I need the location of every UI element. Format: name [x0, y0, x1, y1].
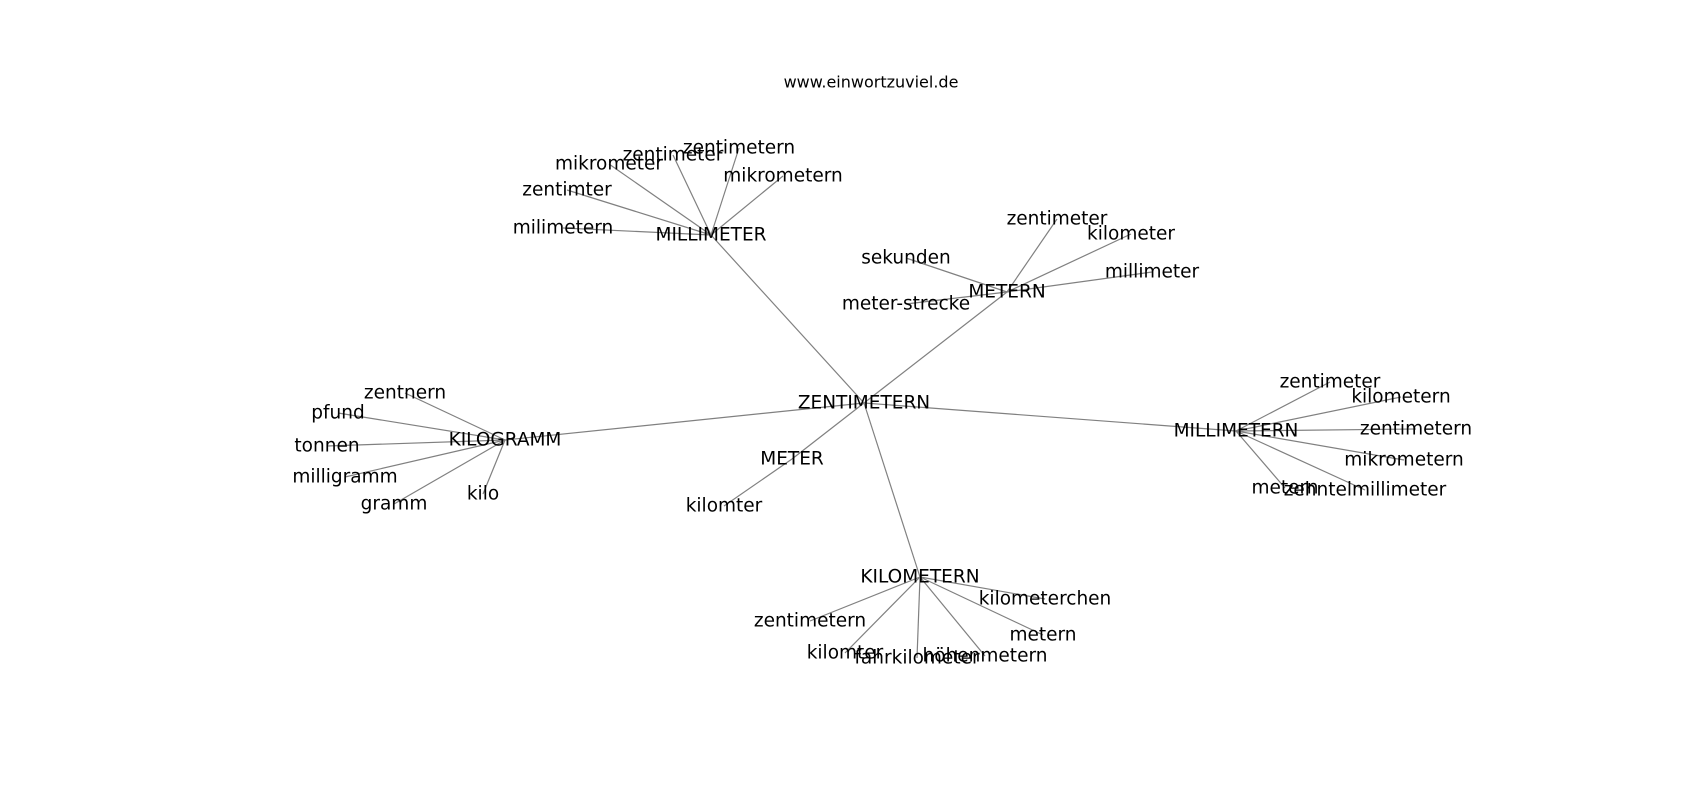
node-label-mt: METERN: [968, 282, 1045, 303]
node-label-kg_c: tonnen: [294, 436, 359, 457]
node-label-mt_c: sekunden: [861, 248, 950, 269]
node-label-kg_f: kilo: [467, 484, 499, 505]
edge-kg-kg_c: [326, 439, 506, 447]
edge-mm2-mm2_a: [1235, 381, 1331, 432]
node-label-mm1_f: milimetern: [513, 218, 614, 239]
node-label-mm1_d: mikrometern: [723, 166, 842, 187]
node-label-mm1_c: mikrometer: [555, 154, 663, 175]
node-label-kg_d: milligramm: [292, 467, 397, 488]
edge-km-km_b: [809, 576, 921, 622]
node-label-mm2_a: zentimeter: [1280, 372, 1381, 393]
edge-km-km_d: [844, 576, 921, 654]
edge-mm2-mm2_f: [1235, 430, 1366, 491]
edge-mm1-mm1_a: [710, 147, 740, 236]
node-label-kg: KILOGRAMM: [449, 430, 562, 451]
node-label-mt_b: kilometer: [1087, 224, 1175, 245]
node-label-mt_e: meter-strecke: [842, 294, 970, 315]
edge-kg-kg_d: [344, 439, 506, 478]
node-label-km_e: fahrkilometer: [854, 648, 980, 669]
edge-mt-mt_e: [905, 291, 1008, 305]
edge-kg-kg_f: [482, 439, 506, 495]
edge-mt-mt_d: [1006, 271, 1153, 293]
edge-root-mm1: [710, 234, 865, 404]
node-label-mm2_c: zentimetern: [1360, 419, 1472, 440]
edge-mt-mt_b: [1006, 233, 1132, 293]
node-label-km_a: kilometerchen: [979, 589, 1112, 610]
edge-mm1-mm1_b: [672, 154, 712, 236]
edge-mm2-mm2_b: [1235, 396, 1402, 432]
node-label-km_b: zentimetern: [754, 611, 866, 632]
node-label-me_a: kilomter: [686, 496, 763, 517]
node-label-mm1_a: zentimetern: [683, 138, 795, 159]
edge-kg-kg_a: [404, 392, 506, 441]
nodes-layer: ZENTIMETERNMILLIMETERzentimeternzentimet…: [292, 138, 1472, 669]
edge-root-me: [791, 402, 865, 460]
edge-mt-mt_a: [1006, 218, 1058, 293]
node-label-mt_a: zentimeter: [1007, 209, 1108, 230]
node-label-root: ZENTIMETERN: [798, 393, 930, 414]
edge-mt-mt_c: [905, 257, 1008, 293]
edge-mm1-mm1_c: [608, 163, 712, 236]
edge-km-km_a: [919, 576, 1046, 600]
node-label-km: KILOMETERN: [860, 567, 979, 588]
node-label-km_c: metern: [1009, 625, 1076, 646]
edge-mm2-mm2_c: [1235, 428, 1417, 432]
node-label-km_f: höhenmetern: [923, 646, 1048, 667]
edge-mm2-mm2_e: [1235, 430, 1286, 489]
edge-root-km: [863, 402, 921, 578]
edge-mm1-mm1_d: [710, 175, 784, 236]
node-label-mt_d: millimeter: [1105, 262, 1200, 283]
edge-km-km_c: [919, 576, 1044, 636]
edges-layer: [326, 147, 1417, 659]
node-label-mm2_e: metern: [1251, 478, 1318, 499]
node-label-kg_a: zentnern: [364, 383, 446, 404]
edge-root-kg: [504, 402, 865, 441]
edge-kg-kg_b: [337, 412, 506, 441]
edge-km-km_e: [916, 576, 921, 659]
node-label-mm2_f: zehntelmillimeter: [1284, 480, 1447, 501]
edge-root-mm2: [863, 402, 1237, 432]
source-url: www.einwortzuviel.de: [784, 73, 959, 92]
node-label-km_d: kilomter: [807, 643, 884, 664]
node-label-kg_e: gramm: [361, 494, 428, 515]
node-label-mm2_b: kilometern: [1351, 387, 1450, 408]
node-label-kg_b: pfund: [311, 403, 364, 424]
node-label-mm2_d: mikrometern: [1344, 450, 1463, 471]
edge-me-me_a: [723, 458, 793, 507]
edge-mm1-mm1_e: [566, 189, 712, 236]
edge-root-mt: [863, 291, 1008, 404]
edge-kg-kg_e: [393, 439, 506, 505]
node-label-mm1_e: zentimter: [522, 180, 612, 201]
node-label-me: METER: [760, 449, 824, 470]
node-label-mm1: MILLIMETER: [656, 225, 767, 246]
node-label-mm2: MILLIMETERN: [1174, 421, 1299, 442]
edge-mm2-mm2_d: [1235, 430, 1405, 461]
edge-km-km_f: [919, 576, 986, 657]
node-label-mm1_b: zentimeter: [623, 145, 724, 166]
edge-mm1-mm1_f: [562, 227, 712, 236]
